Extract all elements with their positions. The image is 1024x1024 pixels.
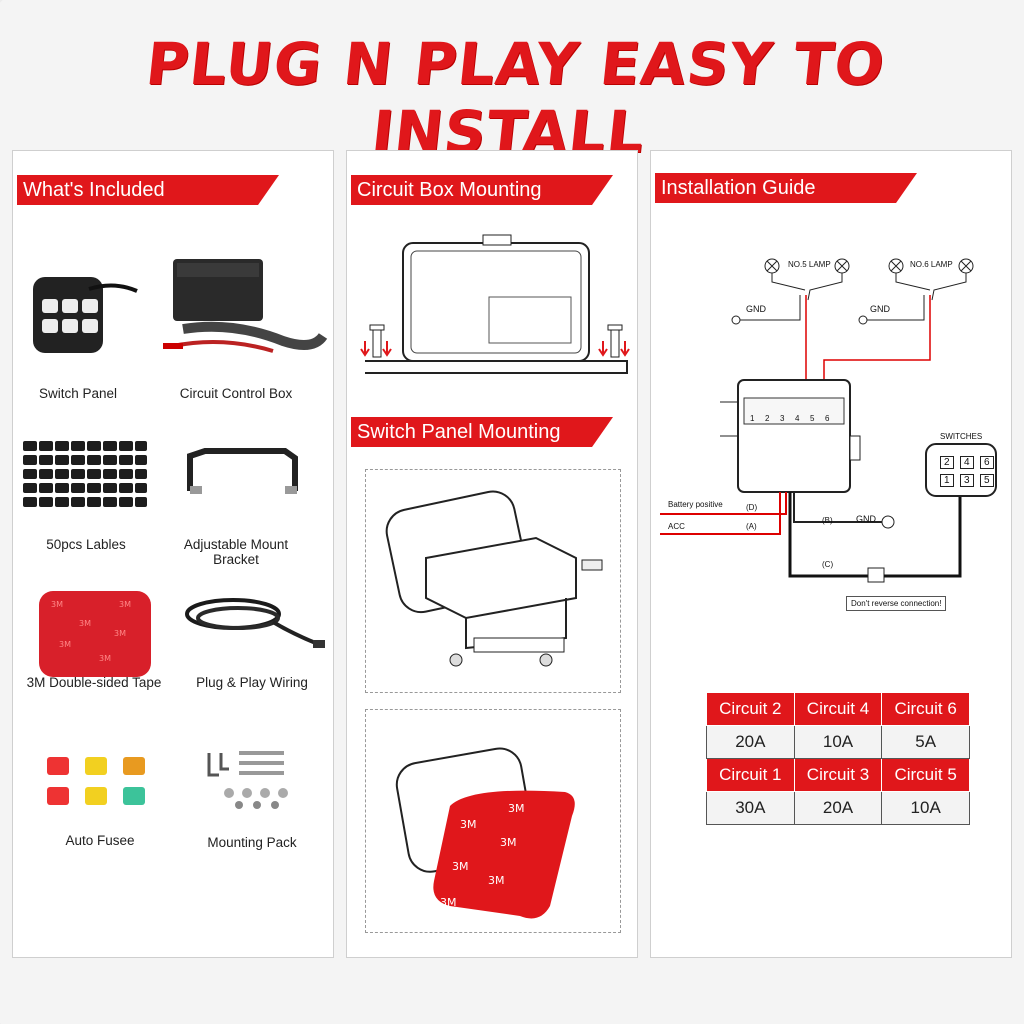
svg-text:3M: 3M: [114, 629, 126, 638]
lamp6-label: NO.6 LAMP: [910, 260, 953, 269]
included-item-label: Switch Panel: [38, 386, 118, 401]
bracket-mounting-box: [365, 469, 621, 693]
circuit-amp: 30A: [706, 791, 795, 825]
warning-label: Don't reverse connection!: [846, 596, 947, 611]
fuse-icon: [47, 757, 145, 805]
gnd-label: GND: [746, 304, 766, 314]
switch-key: 2: [940, 456, 954, 469]
control-box-icon: [163, 259, 328, 353]
circuit-box-drawing: [360, 234, 630, 374]
circuit-header: Circuit 3: [793, 758, 883, 792]
tape-mark: 3M: [440, 896, 457, 909]
tape-mark: 3M: [508, 802, 525, 815]
gnd-label: GND: [856, 514, 876, 524]
svg-text:3M: 3M: [99, 654, 111, 663]
included-item-label: Auto Fusee: [65, 833, 135, 848]
wire-c-label: (C): [822, 560, 834, 569]
page-headline: PLUG N PLAY EASY TO INSTALL: [142, 30, 889, 166]
circuit-header: Circuit 1: [706, 758, 795, 792]
box-slot-label: 2: [765, 414, 770, 423]
switch-key: 4: [960, 456, 974, 469]
bracket-icon: [187, 448, 298, 494]
box-slot-label: 1: [750, 414, 755, 423]
box-slot-label: 3: [780, 414, 785, 423]
tape-mounting-box: 3M 3M 3M 3M 3M 3M: [365, 709, 621, 933]
included-item-label: Adjustable Mount Bracket: [183, 537, 289, 567]
switch-key: 5: [980, 474, 994, 487]
circuit-box-title: Circuit Box Mounting: [351, 175, 613, 205]
circuit-header: Circuit 4: [793, 692, 883, 726]
circuit-amp: 10A: [881, 791, 970, 825]
wiring-icon: [185, 598, 325, 648]
wire-b-label: (B): [822, 516, 833, 525]
switch-panel-title: Switch Panel Mounting: [351, 417, 613, 447]
svg-text:3M: 3M: [59, 640, 71, 649]
switch-key: 1: [940, 474, 954, 487]
wire-d-label: (D): [746, 503, 758, 512]
installation-guide-title: Installation Guide: [655, 173, 917, 203]
svg-text:3M: 3M: [119, 600, 131, 609]
circuit-amp: 5A: [881, 725, 970, 759]
included-item-label: Mounting Pack: [207, 835, 297, 850]
circuit-amp: 20A: [793, 791, 883, 825]
mounting-panel: Circuit Box Mounting Switch Panel Mounti…: [346, 150, 638, 958]
tape-icon: 3M 3M 3M 3M 3M 3M: [39, 591, 151, 677]
switch-panel-icon: [33, 277, 138, 353]
wire-a-label: (A): [746, 522, 757, 531]
switch-key: 3: [960, 474, 974, 487]
wiring-diagram: [660, 258, 997, 583]
whats-included-title: What's Included: [17, 175, 279, 205]
screws-icon: [207, 751, 288, 809]
labels-icon: [23, 441, 147, 507]
box-slot-label: 4: [795, 414, 800, 423]
gnd-label: GND: [870, 304, 890, 314]
circuit-amp: 10A: [793, 725, 883, 759]
included-item-label: Circuit Control Box: [179, 386, 293, 401]
included-item-label: 50pcs Lables: [46, 537, 126, 552]
circuit-fuse-table: Circuit 2 Circuit 4 Circuit 6 20A 10A 5A…: [706, 692, 970, 825]
circuit-amp: 20A: [706, 725, 795, 759]
svg-text:3M: 3M: [51, 600, 63, 609]
circuit-header: Circuit 2: [706, 692, 795, 726]
circuit-header: Circuit 6: [881, 692, 970, 726]
lamp-icon: [888, 258, 974, 274]
included-item-label: Plug & Play Wiring: [196, 675, 308, 690]
switches-label: SWITCHES: [940, 432, 983, 441]
bracket-mount-drawing: [385, 490, 603, 667]
box-slot-label: 5: [810, 414, 815, 423]
tape-mark: 3M: [460, 818, 477, 831]
svg-text:3M: 3M: [79, 619, 91, 628]
acc-label: ACC: [668, 522, 685, 531]
switch-key: 6: [980, 456, 994, 469]
lamp5-label: NO.5 LAMP: [788, 260, 831, 269]
tape-mount-drawing: 3M 3M 3M 3M 3M 3M: [395, 747, 575, 919]
tape-mark: 3M: [500, 836, 517, 849]
box-slot-label: 6: [825, 414, 830, 423]
battery-label: Battery positive: [668, 500, 723, 509]
included-item-label: 3M Double-sided Tape: [26, 675, 162, 690]
circuit-header: Circuit 5: [881, 758, 970, 792]
whats-included-panel: What's Included Switch Panel Circuit Con…: [12, 150, 334, 958]
tape-mark: 3M: [488, 874, 505, 887]
tape-mark: 3M: [452, 860, 469, 873]
